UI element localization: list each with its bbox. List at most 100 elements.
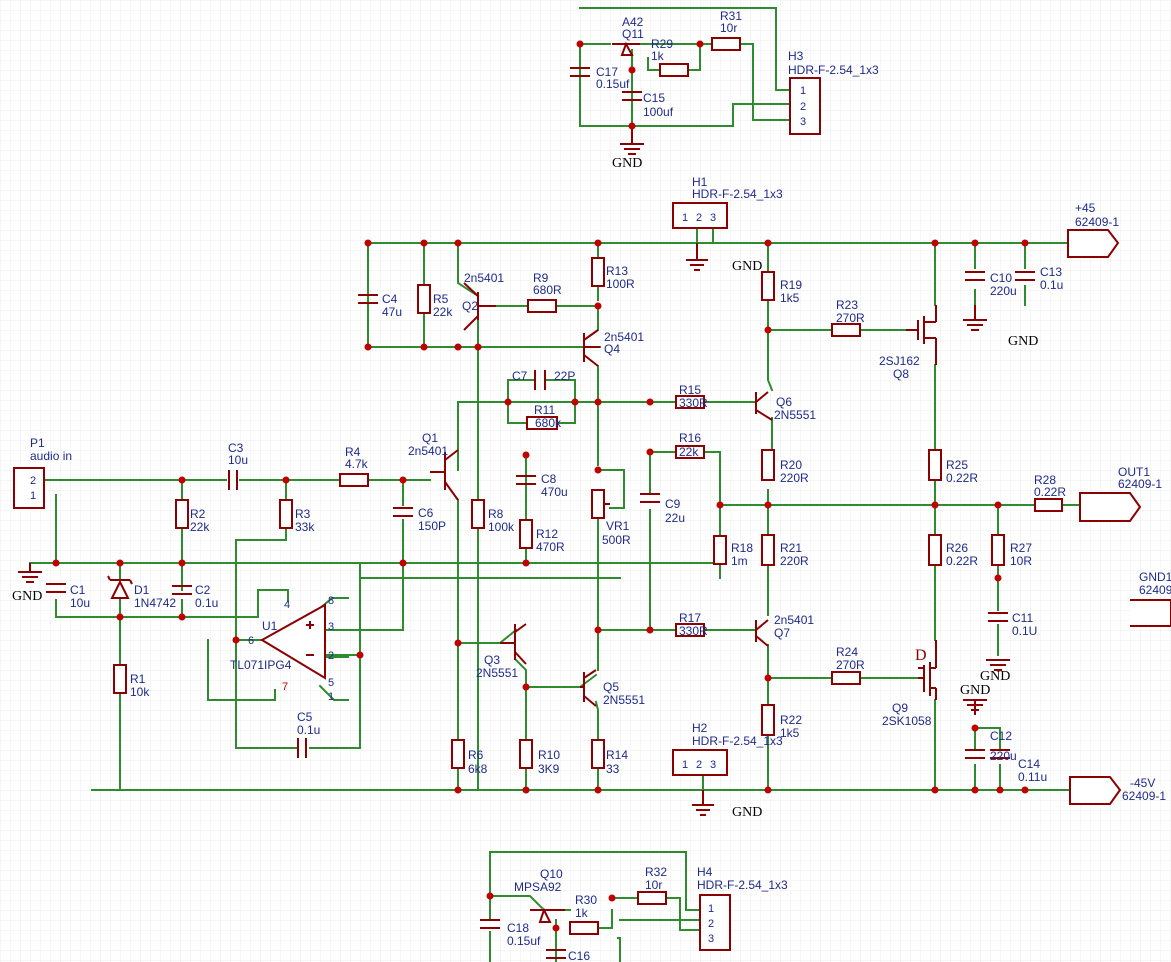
resistor-r32	[637, 891, 667, 905]
label-q7-type: 2n5401	[774, 613, 814, 627]
label-gnd1: GND1	[1139, 570, 1171, 584]
svg-text:2: 2	[696, 212, 702, 224]
label-r9-value: 680R	[533, 283, 562, 297]
label-h4: H4	[697, 865, 713, 879]
label-q8-type: 2SJ162	[879, 354, 920, 368]
label-a42: A42	[622, 15, 644, 29]
label-h3-value: HDR-F-2.54_1x3	[788, 63, 879, 77]
connector-p1	[13, 467, 45, 509]
label-c3-value: 10u	[228, 453, 248, 467]
label-u1: U1	[262, 619, 278, 633]
label-c2: C2	[195, 583, 211, 597]
resistor-r14	[591, 739, 605, 769]
label-r28-value: 0.22R	[1034, 485, 1066, 499]
label-r18-value: 1m	[731, 554, 748, 568]
label-r8-value: 100k	[488, 520, 515, 534]
connector-minus45	[1069, 776, 1122, 805]
label-c12-value: 220u	[990, 749, 1017, 763]
label-r12: R12	[536, 527, 558, 541]
label-r17-value: 330R	[679, 624, 708, 638]
label-q7: Q7	[774, 626, 790, 640]
resistor-r27	[991, 534, 1005, 566]
svg-text:8: 8	[328, 595, 334, 607]
label-r10: R10	[538, 748, 560, 762]
label-q10-type: MPSA92	[514, 880, 562, 894]
label-r12-value: 470R	[536, 540, 565, 554]
label-r13: R13	[606, 264, 628, 278]
label-q9-type: 2SK1058	[882, 714, 932, 728]
svg-text:2: 2	[696, 759, 702, 771]
label-q9: Q9	[892, 701, 908, 715]
svg-text:4: 4	[284, 599, 290, 611]
label-c4-value: 47u	[382, 305, 402, 319]
resistor-r24	[831, 671, 861, 685]
svg-text:3: 3	[328, 621, 334, 633]
label-r1: R1	[130, 672, 146, 686]
label-r6: R6	[468, 748, 484, 762]
label-q5-type: 2N5551	[603, 693, 645, 707]
label-c14: C14	[1018, 757, 1040, 771]
label-r30-value: 1k	[575, 906, 589, 920]
label-c8: C8	[541, 472, 557, 486]
label-gnd-h2: GND	[732, 805, 762, 820]
label-c11-value: 0.1U	[1012, 624, 1037, 638]
label-r11: R11	[534, 403, 555, 417]
label-q9-d: D	[915, 647, 927, 664]
label-r10-value: 3K9	[538, 762, 560, 776]
label-q2-type: 2n5401	[464, 271, 504, 285]
label-r14-value: 33	[606, 762, 620, 776]
svg-text:2: 2	[328, 650, 334, 662]
label-c3: C3	[228, 441, 244, 455]
resistor-r18	[713, 535, 727, 565]
label-r21-value: 220R	[780, 554, 809, 568]
label-r24-value: 270R	[836, 658, 865, 672]
connector-out1	[1079, 492, 1142, 522]
resistor-r13	[591, 257, 605, 287]
label-q6: Q6	[776, 395, 792, 409]
label-out1: OUT1	[1118, 465, 1150, 479]
label-r17: R17	[679, 611, 701, 625]
resistor-r15	[675, 395, 705, 409]
header-h3	[789, 77, 821, 135]
label-c10: C10	[990, 271, 1012, 285]
label-r26-value: 0.22R	[946, 554, 978, 568]
label-r23: R23	[836, 298, 858, 312]
svg-text:6: 6	[248, 635, 254, 647]
label-c17: C17	[596, 65, 618, 79]
svg-text:1: 1	[30, 490, 36, 502]
label-r2-value: 22k	[190, 520, 210, 534]
label-q5: Q5	[603, 680, 619, 694]
label-gnd-c10: GND	[1008, 334, 1038, 349]
label-c16: C16	[568, 949, 590, 962]
label-h1-value: HDR-F-2.54_1x3	[692, 187, 783, 201]
header-h2	[672, 749, 728, 776]
label-c12: C12	[990, 729, 1012, 743]
resistor-r9	[527, 299, 557, 313]
label-r27: R27	[1010, 541, 1032, 555]
resistor-r21	[761, 534, 775, 566]
svg-text:3: 3	[710, 759, 716, 771]
label-r5-value: 22k	[433, 305, 453, 319]
label-c13-value: 0.1u	[1040, 278, 1063, 292]
connector-gnd1	[1130, 599, 1171, 627]
label-r22: R22	[780, 713, 802, 727]
resistor-r29	[659, 63, 689, 77]
svg-text:1: 1	[682, 212, 688, 224]
resistor-r20	[761, 449, 775, 481]
label-r3: R3	[295, 507, 311, 521]
label-c15-value: 100uf	[643, 105, 674, 119]
label-d1-value: 1N4742	[134, 596, 176, 610]
resistor-r28	[1034, 498, 1063, 512]
label-r20: R20	[780, 458, 802, 472]
label-h2: H2	[692, 721, 708, 735]
label-q11: Q11	[622, 27, 644, 41]
label-r22-value: 1k5	[780, 726, 800, 740]
label-q1-type: 2n5401	[408, 444, 448, 458]
svg-text:1: 1	[708, 903, 714, 915]
svg-text:1: 1	[328, 691, 334, 703]
label-c4: C4	[382, 292, 398, 306]
potentiometer-vr1	[591, 489, 605, 519]
label-c6-value: 150P	[418, 519, 446, 533]
label-r24: R24	[836, 645, 858, 659]
